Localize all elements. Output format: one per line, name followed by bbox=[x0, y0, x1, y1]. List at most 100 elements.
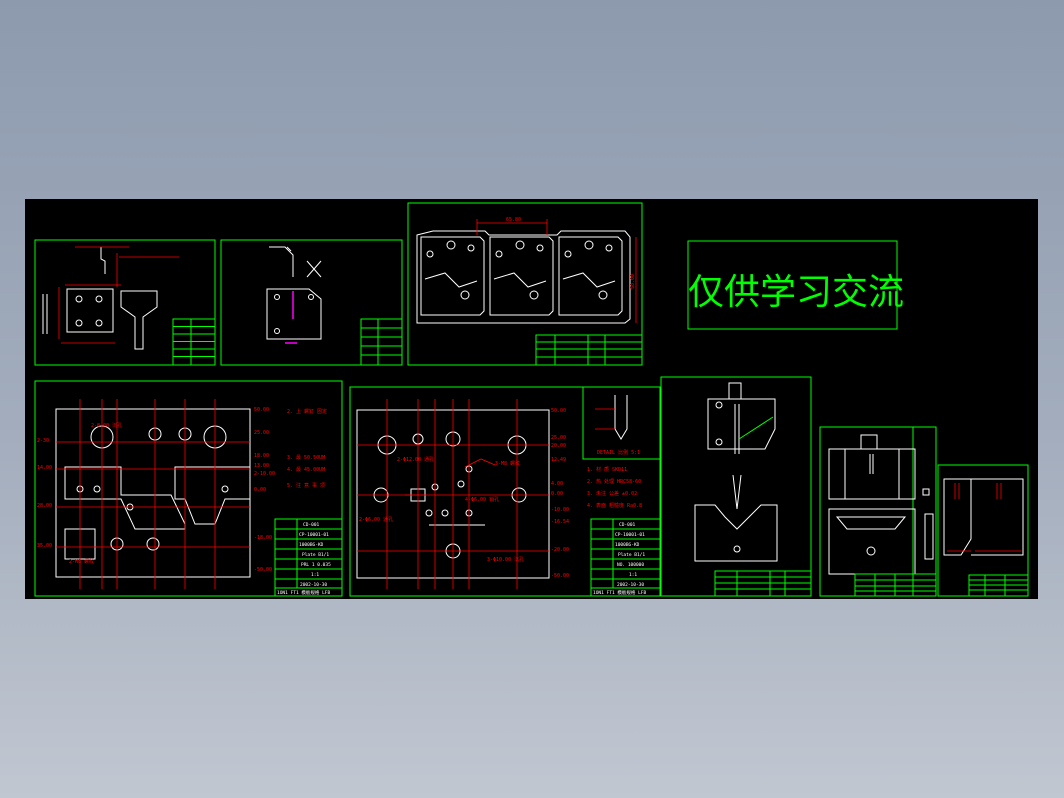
sheet4-title-block: CD-001 CP-10001-01 1000BG-KD Plate B1/1 … bbox=[274, 518, 343, 597]
sheet6-title-block bbox=[714, 570, 812, 597]
part-profile bbox=[943, 478, 972, 556]
sheet7-frame bbox=[819, 426, 937, 597]
strip-outline bbox=[416, 230, 631, 324]
note: 5. 注 意 事 项 bbox=[287, 482, 325, 489]
punch-edge bbox=[738, 416, 774, 440]
svg-text:Plate B1/1: Plate B1/1 bbox=[302, 552, 329, 558]
punch-body bbox=[734, 404, 740, 454]
thin-plate bbox=[924, 513, 934, 560]
callout: 2-8.00 沉孔 bbox=[91, 422, 122, 429]
sheet7-title-block bbox=[854, 573, 937, 597]
note: 4. 表面 粗糙度 Ra0.8 bbox=[587, 502, 642, 509]
svg-text:2002-10-30: 2002-10-30 bbox=[617, 582, 644, 588]
pin-hole bbox=[441, 509, 449, 517]
svg-text:CP-10001-01: CP-10001-01 bbox=[299, 532, 329, 538]
dim-right: 2-10.00 bbox=[254, 471, 275, 477]
svg-text:1000BG-KD: 1000BG-KD bbox=[299, 542, 324, 548]
hole bbox=[95, 319, 103, 327]
sheet8-frame bbox=[937, 464, 1029, 597]
bend-profile bbox=[269, 246, 294, 277]
sheet-blank-view bbox=[220, 239, 403, 366]
detail-view: DETAIL 比例 5:1 bbox=[582, 386, 661, 460]
sheet3-title-block bbox=[535, 334, 643, 366]
sheet-center-plate: 50.00 25.00 20.00 12.49 4.00 0.00 -10.00… bbox=[349, 386, 661, 597]
pin-hole bbox=[425, 509, 433, 517]
punch-tip bbox=[732, 474, 742, 510]
dim-right: -50.00 bbox=[551, 573, 569, 579]
sheet-strip-layout: 65.80 58.00 bbox=[407, 202, 643, 366]
svg-text:1ON1 FT1 模板规格 LFB: 1ON1 FT1 模板规格 LFB bbox=[277, 589, 331, 596]
watermark-text: 仅供学习交流 bbox=[688, 272, 905, 313]
plate-outline bbox=[55, 408, 251, 578]
dim-right: 4.00 bbox=[551, 481, 563, 487]
svg-text:CD-001: CD-001 bbox=[303, 522, 320, 528]
dim-right: 50.00 bbox=[254, 407, 269, 413]
callout: 4-Φ6.00 销孔 bbox=[465, 496, 499, 503]
watermark-frame bbox=[687, 240, 898, 330]
hole bbox=[274, 294, 280, 300]
part-front-view bbox=[66, 288, 114, 333]
hole bbox=[95, 295, 103, 303]
svg-text:NO. 100000: NO. 100000 bbox=[617, 562, 644, 568]
punch-holder bbox=[707, 398, 776, 450]
svg-text:1:1: 1:1 bbox=[311, 572, 319, 578]
cad-drawing-canvas[interactable]: .g { stroke:#00ff00; fill:none; stroke-w… bbox=[25, 199, 1038, 599]
dim-left: 14.00 bbox=[37, 465, 52, 471]
pin-hole bbox=[221, 485, 229, 493]
component-head bbox=[860, 434, 878, 450]
note: 4. 最 45.00UM bbox=[287, 466, 325, 473]
punch-head bbox=[728, 382, 742, 400]
note: 3. 最 50.50UM bbox=[287, 454, 325, 461]
sheet-part-views bbox=[34, 239, 216, 366]
dim-left: 28.00 bbox=[37, 503, 52, 509]
svg-text:CD-001: CD-001 bbox=[619, 522, 636, 528]
dim-right: 18.00 bbox=[254, 453, 269, 459]
dim-left: 35.00 bbox=[37, 543, 52, 549]
sheet2-title-block bbox=[360, 318, 403, 366]
dim-left: 2-30 bbox=[37, 438, 49, 444]
sheet2-frame bbox=[220, 239, 403, 366]
sheet4-frame bbox=[34, 380, 343, 597]
dim-right: 13.00 bbox=[254, 463, 269, 469]
dim-right: 25.00 bbox=[254, 430, 269, 436]
callout: 2-Φ12.00 通孔 bbox=[397, 456, 434, 463]
dim-right: 0.00 bbox=[551, 491, 563, 497]
callout: 2-Φ6.00 通孔 bbox=[359, 516, 393, 523]
dim-right: 20.00 bbox=[551, 443, 566, 449]
die-block bbox=[694, 504, 778, 562]
svg-text:PRL 1 0.035: PRL 1 0.035 bbox=[301, 562, 331, 568]
callout: 2-M8 螺纹 bbox=[69, 558, 94, 565]
component-lower bbox=[828, 508, 916, 575]
sheet6-frame bbox=[660, 376, 812, 597]
note: 2. 上 螺钉 固定 bbox=[287, 408, 327, 415]
dim-right: 50.00 bbox=[551, 408, 566, 414]
part-flange-view bbox=[120, 290, 158, 350]
sheet5-frame bbox=[349, 386, 661, 597]
svg-text:1ON1 FT1 模板规格 LFB: 1ON1 FT1 模板规格 LFB bbox=[593, 589, 647, 596]
view-marker bbox=[306, 260, 322, 278]
hole bbox=[274, 328, 280, 334]
part-side-view bbox=[100, 247, 106, 274]
detail-label: DETAIL 比例 5:1 bbox=[597, 449, 640, 456]
callout: 3-M8 螺纹 bbox=[495, 460, 520, 467]
strip-station-3 bbox=[558, 236, 623, 316]
dim-right: 0.00 bbox=[254, 487, 266, 493]
svg-text:1000BG-KD: 1000BG-KD bbox=[615, 542, 640, 548]
center-lines bbox=[386, 399, 518, 589]
pin-hole bbox=[93, 485, 101, 493]
sheet-punch-detail bbox=[660, 376, 812, 597]
strip-station-2 bbox=[489, 236, 554, 316]
pitch-dimension bbox=[476, 219, 548, 235]
width-label: 58.00 bbox=[630, 274, 636, 289]
dim-right: -50.00 bbox=[254, 567, 272, 573]
hole bbox=[75, 295, 83, 303]
hole bbox=[308, 294, 314, 300]
center-lines bbox=[79, 399, 216, 589]
sheet3-frame bbox=[407, 202, 643, 366]
dim-right: 25.00 bbox=[551, 435, 566, 441]
dim-right: -18.00 bbox=[254, 535, 272, 541]
dim-right: 12.49 bbox=[551, 457, 566, 463]
dim-right: -20.00 bbox=[551, 547, 569, 553]
sheet-small-assembly bbox=[819, 426, 937, 597]
insert-pocket bbox=[64, 466, 186, 530]
